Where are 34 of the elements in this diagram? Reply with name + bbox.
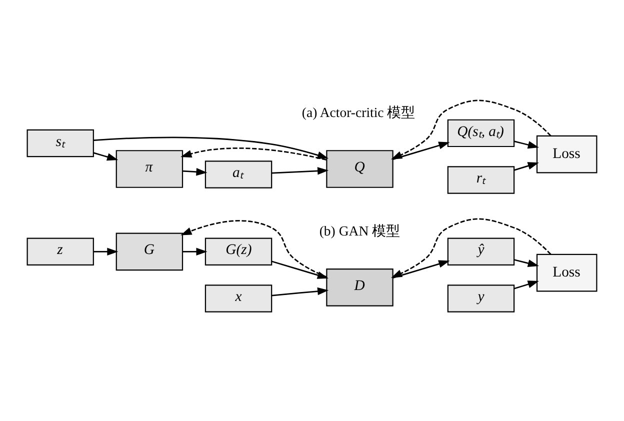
node-box: rₜ	[447, 166, 515, 194]
node-box: z	[26, 237, 94, 266]
arrow	[272, 286, 329, 296]
node-box: Loss	[536, 253, 598, 292]
arrow	[514, 162, 539, 170]
node-box: Q(sₜ, aₜ)	[447, 118, 515, 147]
node-box: Loss	[536, 134, 598, 173]
arrow	[94, 247, 118, 256]
node-box: π	[116, 150, 184, 188]
label: (b) GAN 模型	[319, 223, 400, 238]
arrow	[182, 247, 208, 256]
arrow	[93, 152, 118, 160]
arrow	[391, 218, 552, 278]
node-box: sₜ	[26, 128, 94, 157]
node-box: y	[447, 284, 515, 312]
arrow	[392, 141, 450, 160]
arrow	[514, 140, 539, 148]
arrow	[514, 258, 539, 267]
node-box: G(z)	[204, 237, 272, 266]
node-box: G	[116, 232, 184, 270]
node-box: x	[204, 284, 272, 312]
arrow	[272, 166, 329, 174]
arrow	[391, 99, 552, 159]
arrow	[94, 136, 329, 158]
arrow	[180, 147, 327, 160]
arrow	[514, 280, 539, 289]
label: (a) Actor-critic 模型	[302, 104, 416, 120]
arrow	[180, 220, 327, 278]
arrow	[392, 260, 450, 278]
node-box: Q	[326, 150, 394, 188]
node-box: aₜ	[204, 160, 272, 188]
arrow	[182, 168, 208, 176]
node-box: D	[326, 268, 394, 306]
node-box: ŷ	[447, 237, 515, 266]
